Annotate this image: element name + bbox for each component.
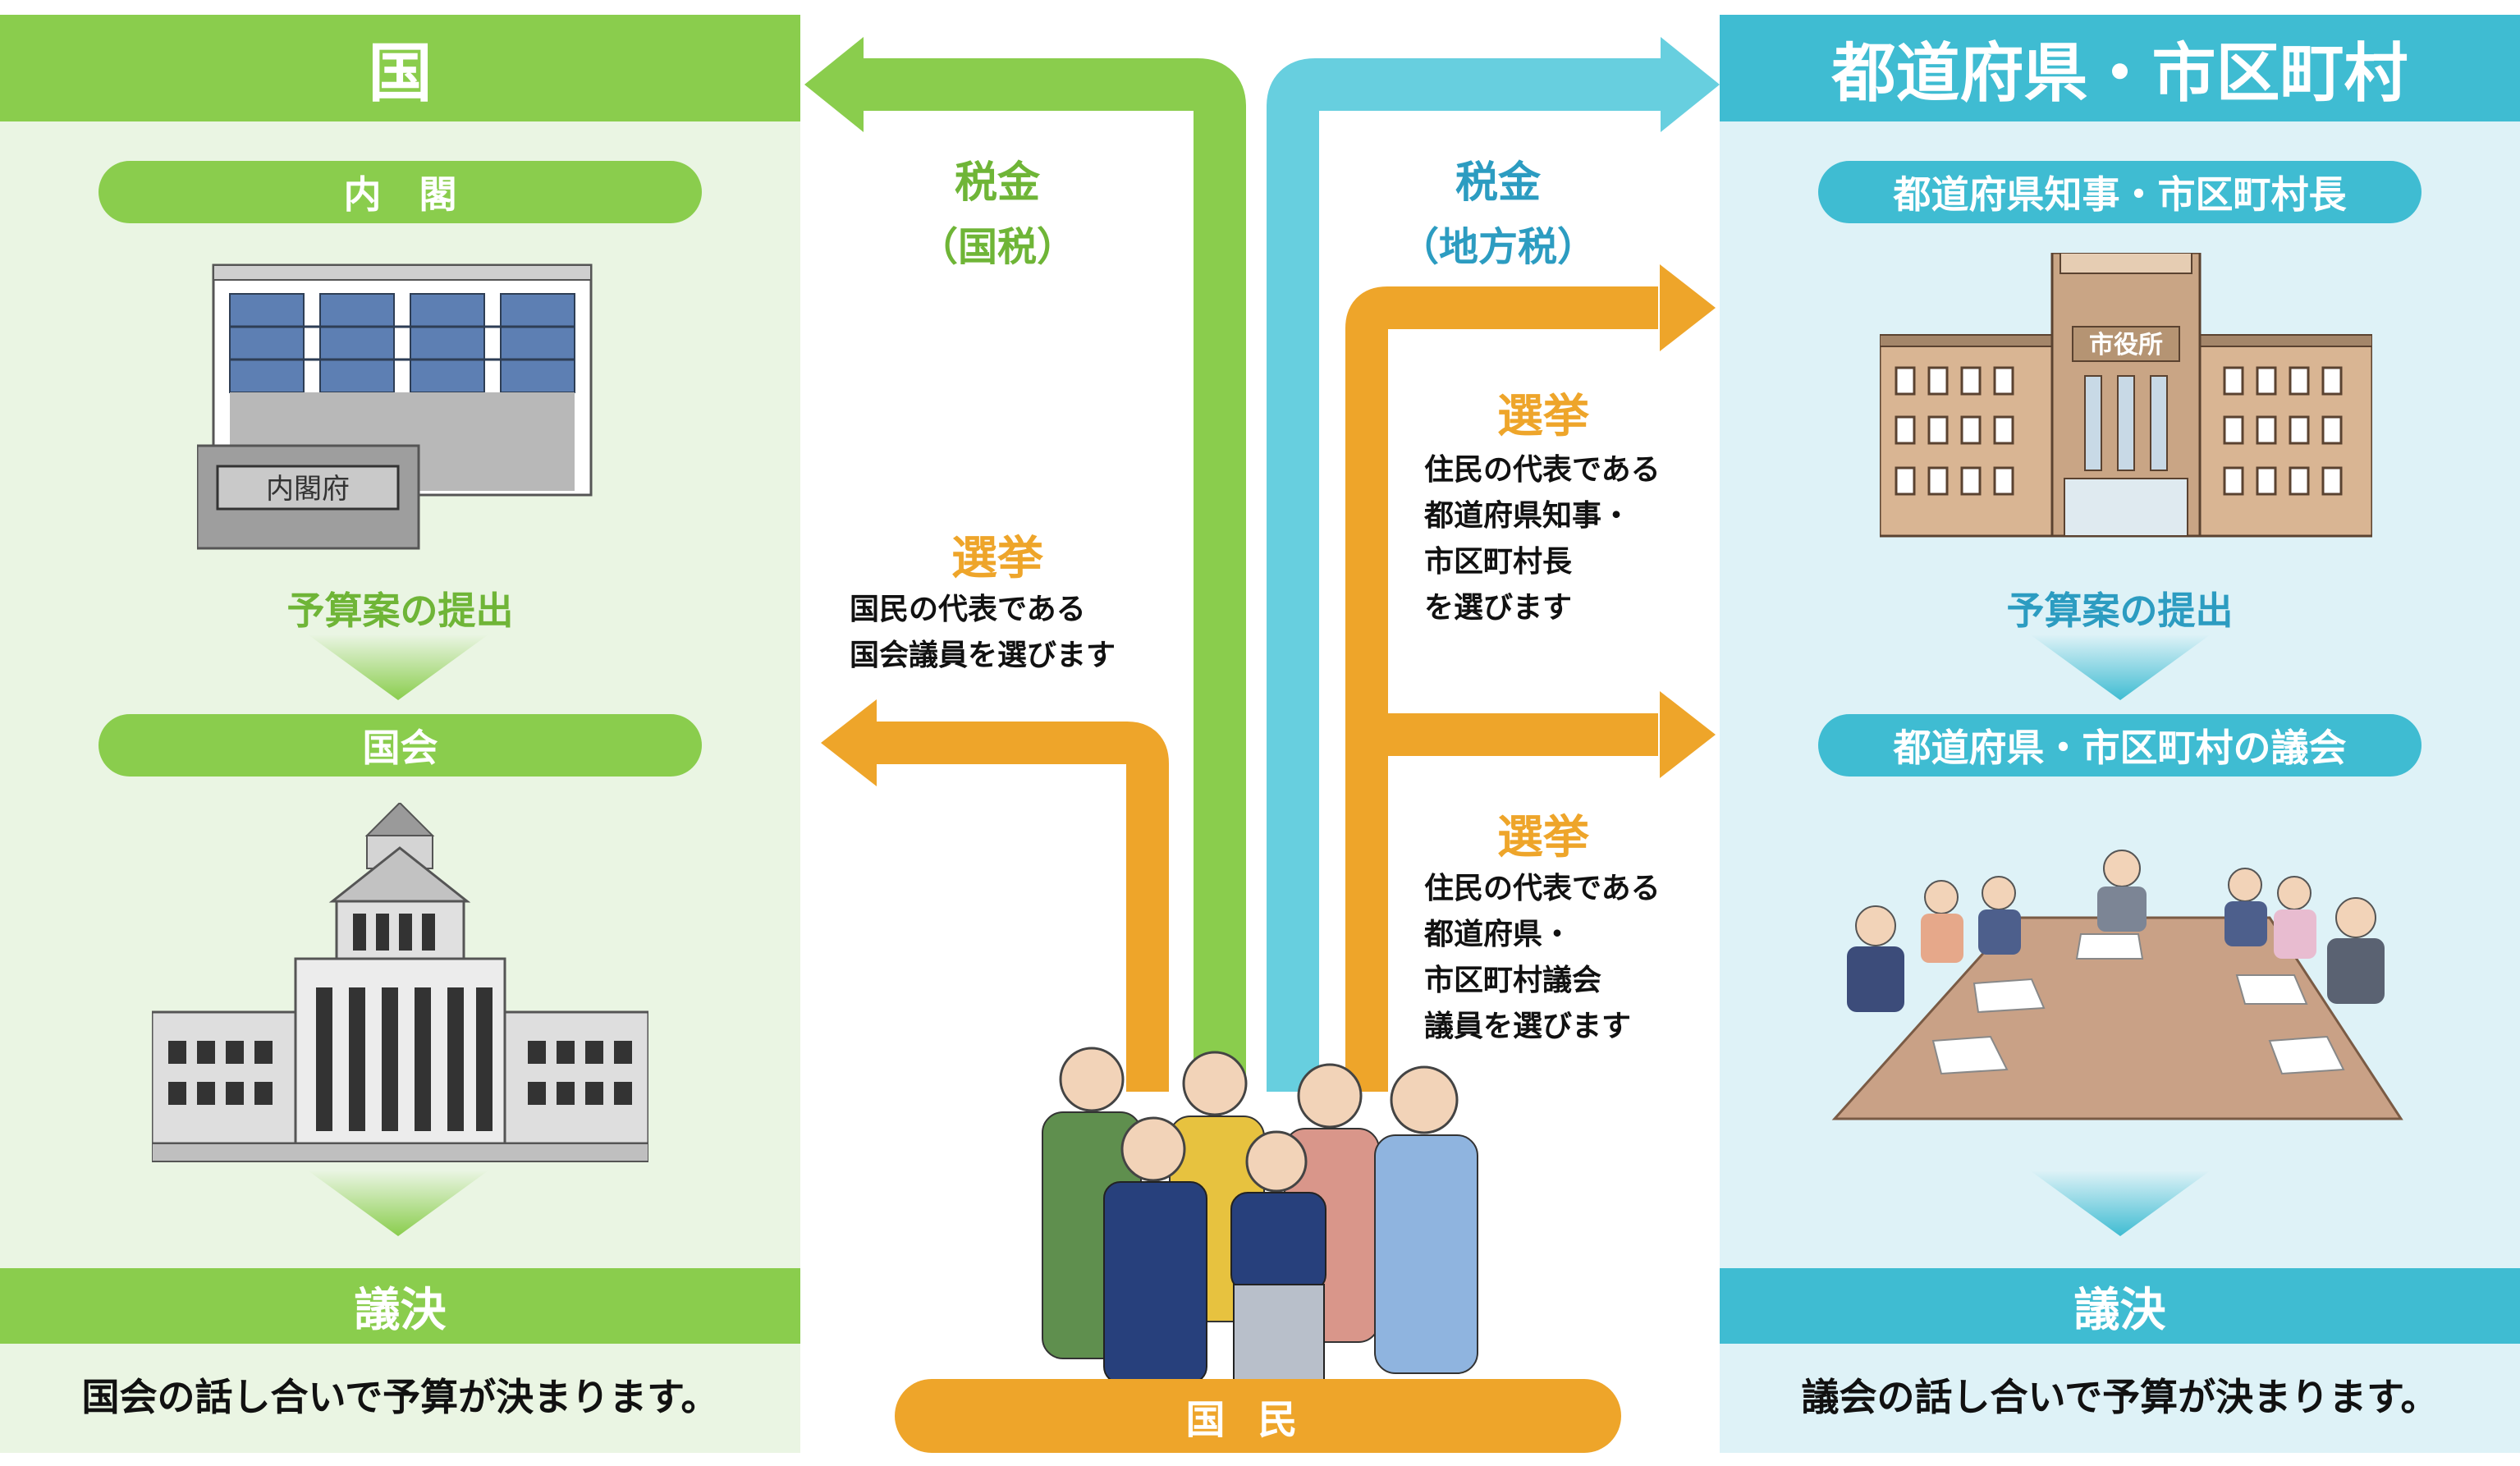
chevron-down-icon [2030, 1171, 2211, 1236]
cabinet-pill: 内 閣 [99, 161, 702, 223]
election-national-line: 国会議員を選びます [850, 639, 1116, 672]
national-panel: 国 内 閣 内閣府 予算案の提出 国会 [0, 15, 800, 1453]
tax-local-arrowhead [1661, 37, 1720, 132]
election-governor-arrowhead [1660, 264, 1716, 351]
election-assembly-note: 住民の代表である 都道府県・ 市区町村議会 議員を選びます [1424, 866, 1703, 1050]
election-governor-line: 住民の代表である [1424, 453, 1661, 487]
tax-local-arrow [1267, 58, 1666, 1092]
tax-national-title: 税金 [954, 158, 1040, 208]
national-budget-submit: 予算案の提出 [286, 589, 514, 633]
national-header: 国 [0, 15, 800, 121]
election-assembly-title: 選挙 [1497, 811, 1589, 864]
election-national-arrow [870, 722, 1169, 1092]
city-hall-building-icon: 市役所 [1880, 253, 2372, 538]
national-decision-text: 国会の話し合いで予算が決まります。 [81, 1375, 719, 1419]
assembly-meeting-illustration [1831, 850, 2403, 1120]
election-assembly-arrowhead [1660, 691, 1716, 778]
election-governor-note: 住民の代表である 都道府県知事・ 市区町村長 を選びます [1424, 447, 1703, 631]
election-assembly-line: 住民の代表である [1424, 872, 1661, 905]
diet-building-icon [152, 803, 648, 1162]
tax-national-sub: （国税） [918, 224, 1076, 270]
election-governor-line: 都道府県知事・ [1424, 499, 1632, 533]
cabinet-office-sign: 内閣府 [266, 473, 350, 506]
local-decision-bar: 議決 [1720, 1268, 2520, 1344]
election-national-line: 国民の代表である [850, 593, 1086, 626]
local-panel: 都道府県・市区町村 都道府県知事・市区町村長 市役所 予算案の提出 都道府県・市… [1720, 15, 2520, 1453]
citizens-group-illustration [1042, 1047, 1478, 1384]
tax-national-arrowhead [804, 37, 864, 132]
chevron-down-icon [308, 635, 488, 700]
election-assembly-line: 市区町村議会 [1424, 964, 1602, 997]
election-assembly-line: 都道府県・ [1424, 918, 1573, 951]
election-national-note: 国民の代表である 国会議員を選びます [850, 587, 1161, 679]
chevron-down-icon [308, 1171, 488, 1236]
tax-national-arrow [854, 58, 1246, 1092]
diet-pill: 国会 [99, 714, 702, 777]
local-header: 都道府県・市区町村 [1720, 15, 2520, 121]
cabinet-office-building-icon: 内閣府 [197, 263, 593, 550]
tax-national-label: 税金 （国税） [887, 148, 1108, 272]
city-hall-sign: 市役所 [2089, 331, 2163, 360]
national-decision-bar: 議決 [0, 1268, 800, 1344]
tax-local-sub: （地方税） [1399, 224, 1597, 270]
election-governor-arrow [1345, 286, 1658, 1092]
election-national-title: 選挙 [951, 532, 1043, 585]
local-decision-text: 議会の話し合いで予算が決まります。 [1801, 1375, 2439, 1419]
local-budget-submit: 予算案の提出 [2006, 589, 2234, 633]
election-governor-line: 市区町村長 [1424, 545, 1573, 579]
governor-mayor-pill: 都道府県知事・市区町村長 [1818, 161, 2421, 223]
local-assembly-pill: 都道府県・市区町村の議会 [1818, 714, 2421, 777]
tax-local-label: 税金 （地方税） [1379, 148, 1617, 272]
chevron-down-icon [2030, 635, 2211, 700]
election-national-arrowhead [821, 699, 877, 786]
citizens-pill: 国民 [895, 1379, 1621, 1453]
election-assembly-line: 議員を選びます [1424, 1010, 1632, 1043]
election-governor-title: 選挙 [1497, 390, 1589, 443]
election-governor-line: を選びます [1424, 591, 1573, 625]
tax-local-title: 税金 [1455, 158, 1541, 208]
